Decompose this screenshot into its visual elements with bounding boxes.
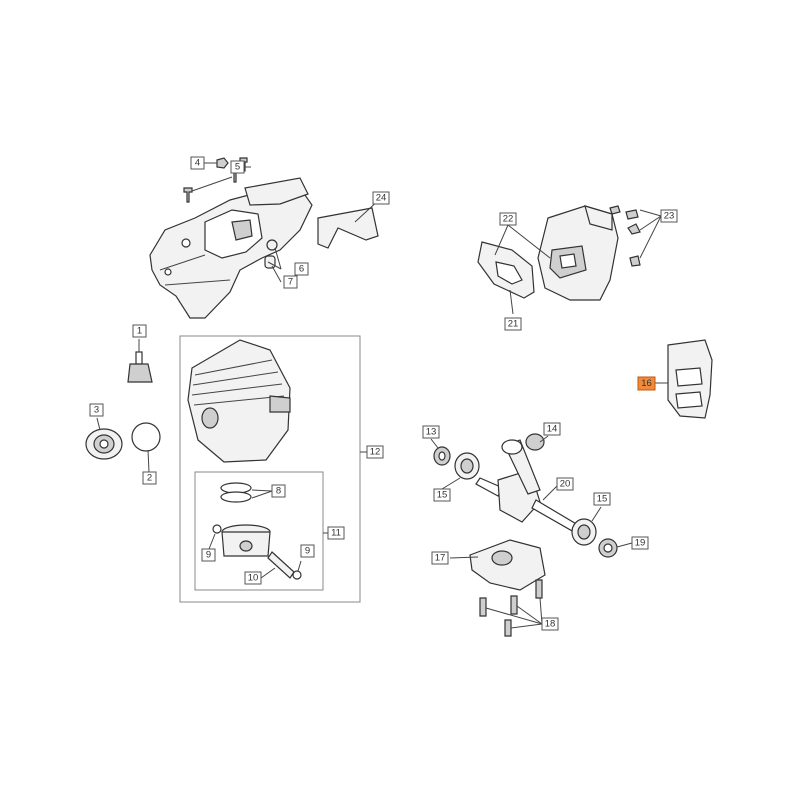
callout-19: 19 (631, 536, 649, 550)
svg-text:1: 1 (137, 326, 142, 337)
circlip-part[interactable] (212, 524, 302, 580)
callout-1: 1 (132, 324, 147, 338)
cover-plate-part[interactable] (317, 207, 379, 249)
bearing-right-part[interactable] (571, 518, 597, 546)
svg-text:16: 16 (641, 378, 652, 389)
crankcase-bolt-part[interactable] (479, 579, 543, 637)
svg-text:14: 14 (547, 424, 558, 435)
sleeve-part[interactable] (264, 255, 276, 269)
callout-4: 4 (190, 156, 205, 170)
muffler-gasket-part[interactable] (477, 241, 535, 299)
callout-20: 20 (556, 477, 574, 491)
piston-part[interactable] (221, 524, 271, 557)
svg-text:18: 18 (545, 619, 556, 630)
svg-text:6: 6 (299, 264, 304, 275)
cylinder-part[interactable] (187, 339, 291, 463)
svg-text:3: 3 (94, 405, 99, 416)
callout-9-left: 9 (201, 548, 216, 562)
callout-2: 2 (142, 471, 157, 485)
callout-15-left: 15 (433, 488, 451, 502)
svg-text:8: 8 (276, 486, 281, 497)
piston-pin-part[interactable] (267, 551, 295, 579)
svg-text:24: 24 (376, 193, 387, 204)
heat-shield-part[interactable] (667, 339, 713, 419)
muffler-bolt-part[interactable] (609, 205, 641, 267)
svg-text:21: 21 (508, 319, 519, 330)
svg-text:7: 7 (288, 277, 293, 288)
callout-7: 7 (283, 275, 298, 289)
seal-right-part[interactable] (598, 538, 618, 558)
svg-text:9: 9 (206, 550, 211, 561)
svg-text:15: 15 (437, 490, 448, 501)
callout-16: 16 (637, 376, 656, 391)
callout-5: 5 (230, 160, 245, 174)
crankshaft-part[interactable] (475, 439, 579, 533)
svg-text:20: 20 (560, 479, 571, 490)
callout-3: 3 (89, 403, 104, 417)
svg-text:9: 9 (305, 546, 310, 557)
cylinder-kit-frame (179, 335, 361, 603)
top-cover-part[interactable] (149, 177, 313, 319)
grommet-part[interactable] (266, 239, 278, 251)
svg-text:13: 13 (426, 427, 437, 438)
crankcase-part[interactable] (469, 539, 546, 591)
svg-text:17: 17 (435, 553, 446, 564)
svg-text:12: 12 (370, 447, 381, 458)
callout-10: 10 (244, 571, 262, 585)
svg-text:4: 4 (195, 158, 200, 169)
piston-ring-part[interactable] (220, 482, 252, 503)
cover-nut-part[interactable] (216, 157, 229, 169)
callout-8: 8 (271, 484, 286, 498)
callout-11: 11 (327, 526, 345, 540)
muffler-part[interactable] (537, 205, 619, 301)
callout-24: 24 (372, 191, 390, 205)
svg-text:11: 11 (331, 528, 341, 539)
svg-text:2: 2 (147, 473, 152, 484)
piston-kit-frame (194, 471, 324, 591)
decompression-valve-part[interactable] (127, 351, 153, 383)
callout-13: 13 (422, 425, 440, 439)
callout-23: 23 (660, 209, 678, 223)
callout-17: 17 (431, 551, 449, 565)
callout-6: 6 (294, 262, 309, 276)
needle-bearing-part[interactable] (525, 433, 545, 451)
svg-text:23: 23 (664, 211, 675, 222)
callout-14: 14 (543, 422, 561, 436)
callout-12: 12 (366, 445, 384, 459)
svg-text:19: 19 (635, 538, 646, 549)
bearing-left-part[interactable] (454, 452, 480, 480)
seal-left-part[interactable] (433, 446, 451, 466)
callout-15-right: 15 (593, 492, 611, 506)
svg-text:22: 22 (503, 214, 514, 225)
callout-21: 21 (504, 317, 522, 331)
svg-text:5: 5 (235, 162, 240, 173)
svg-text:10: 10 (248, 573, 259, 584)
clutch-drum-part[interactable] (85, 428, 123, 460)
svg-text:15: 15 (597, 494, 608, 505)
retaining-ring-part[interactable] (131, 422, 161, 452)
callout-18: 18 (541, 617, 559, 631)
callout-9-right: 9 (300, 544, 315, 558)
callout-22: 22 (499, 212, 517, 226)
